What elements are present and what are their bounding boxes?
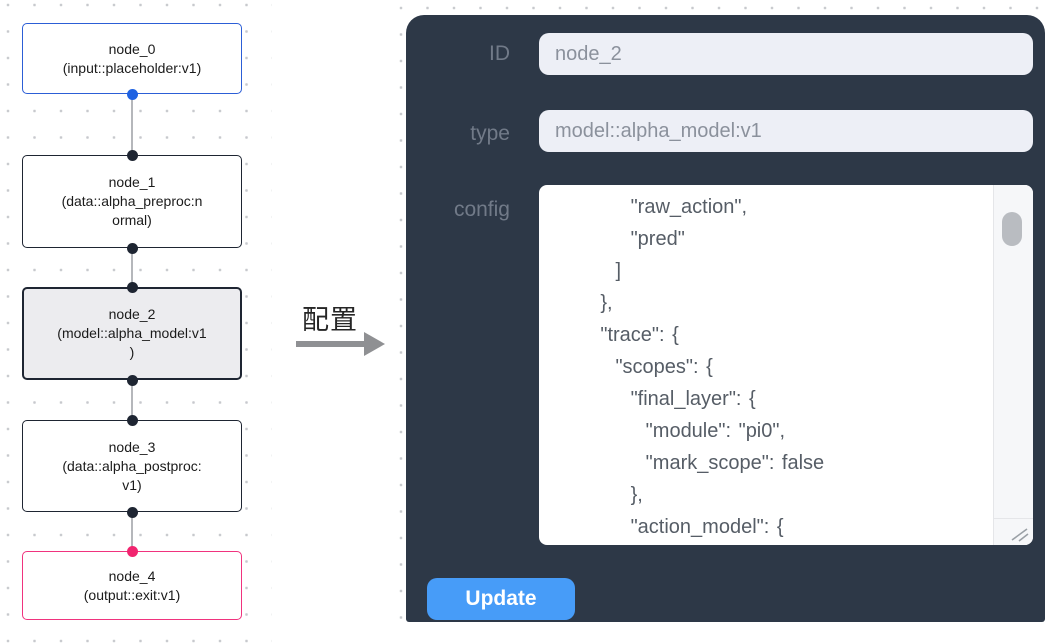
node-type-label: (data::alpha_preproc:n xyxy=(61,193,203,209)
flow-node-node_1[interactable]: node_1 (data::alpha_preproc:n ormal) xyxy=(22,155,242,248)
flow-node-node_3[interactable]: node_3 (data::alpha_postproc: v1) xyxy=(22,420,242,512)
flow-node-node_4[interactable]: node_4 (output::exit:v1) xyxy=(22,551,242,620)
scrollbar-track[interactable] xyxy=(993,185,1033,518)
edge-node2-node3 xyxy=(131,380,133,420)
node-type-label: (output::exit:v1) xyxy=(83,586,181,603)
edge-node3-node4 xyxy=(131,512,133,551)
node-type-label: v1) xyxy=(122,476,142,493)
update-button[interactable]: Update xyxy=(427,578,575,620)
handle-node1-target[interactable] xyxy=(126,149,138,161)
handle-node1-source[interactable] xyxy=(126,242,138,254)
type-input[interactable] xyxy=(539,110,1033,152)
right-arrow-head-icon xyxy=(364,332,385,356)
edge-node0-node1 xyxy=(131,94,133,155)
handle-node0-source[interactable] xyxy=(126,88,138,100)
resize-grip-icon xyxy=(1011,528,1029,542)
textarea-resize-corner[interactable] xyxy=(993,518,1033,545)
configure-annotation-label: 配置 xyxy=(302,305,358,335)
flow-node-node_2-selected[interactable]: node_2 (model::alpha_model:v1 ) xyxy=(22,287,242,380)
handle-node2-target[interactable] xyxy=(126,281,138,293)
flow-canvas: node_0 (input::placeholder:v1) node_1 (d… xyxy=(0,0,272,643)
node-title: node_3 xyxy=(108,438,156,455)
node-title: node_1 xyxy=(108,174,156,190)
node-config-panel: ID type config "raw_action", "pred" ] },… xyxy=(406,15,1045,622)
flow-node-node_0[interactable]: node_0 (input::placeholder:v1) xyxy=(22,23,242,94)
edge-node1-node2 xyxy=(131,248,133,287)
id-input[interactable] xyxy=(539,33,1033,75)
node-title: node_0 xyxy=(108,40,156,57)
type-field-label: type xyxy=(470,122,510,145)
panel-backdrop: ID type config "raw_action", "pred" ] },… xyxy=(395,0,1062,630)
config-field-label: config xyxy=(453,198,510,221)
right-arrow-icon xyxy=(296,341,366,347)
id-field-label: ID xyxy=(489,42,510,65)
node-title: node_4 xyxy=(108,567,156,584)
scrollbar-thumb[interactable] xyxy=(1002,212,1022,246)
node-type-label: ormal) xyxy=(112,212,152,228)
node-type-label: ) xyxy=(129,344,135,360)
handle-node3-target[interactable] xyxy=(126,414,138,426)
handle-node3-source[interactable] xyxy=(126,506,138,518)
node-title: node_2 xyxy=(108,306,156,322)
node-type-label: (model::alpha_model:v1 xyxy=(57,325,207,341)
config-json-text: "raw_action", "pred" ] }, "trace": { "sc… xyxy=(600,196,825,538)
handle-node2-source[interactable] xyxy=(126,374,138,386)
config-editor[interactable]: "raw_action", "pred" ] }, "trace": { "sc… xyxy=(539,185,1033,545)
node-type-label: (input::placeholder:v1) xyxy=(62,59,202,76)
handle-node4-target[interactable] xyxy=(126,545,138,557)
node-type-label: (data::alpha_postproc: xyxy=(62,457,202,474)
